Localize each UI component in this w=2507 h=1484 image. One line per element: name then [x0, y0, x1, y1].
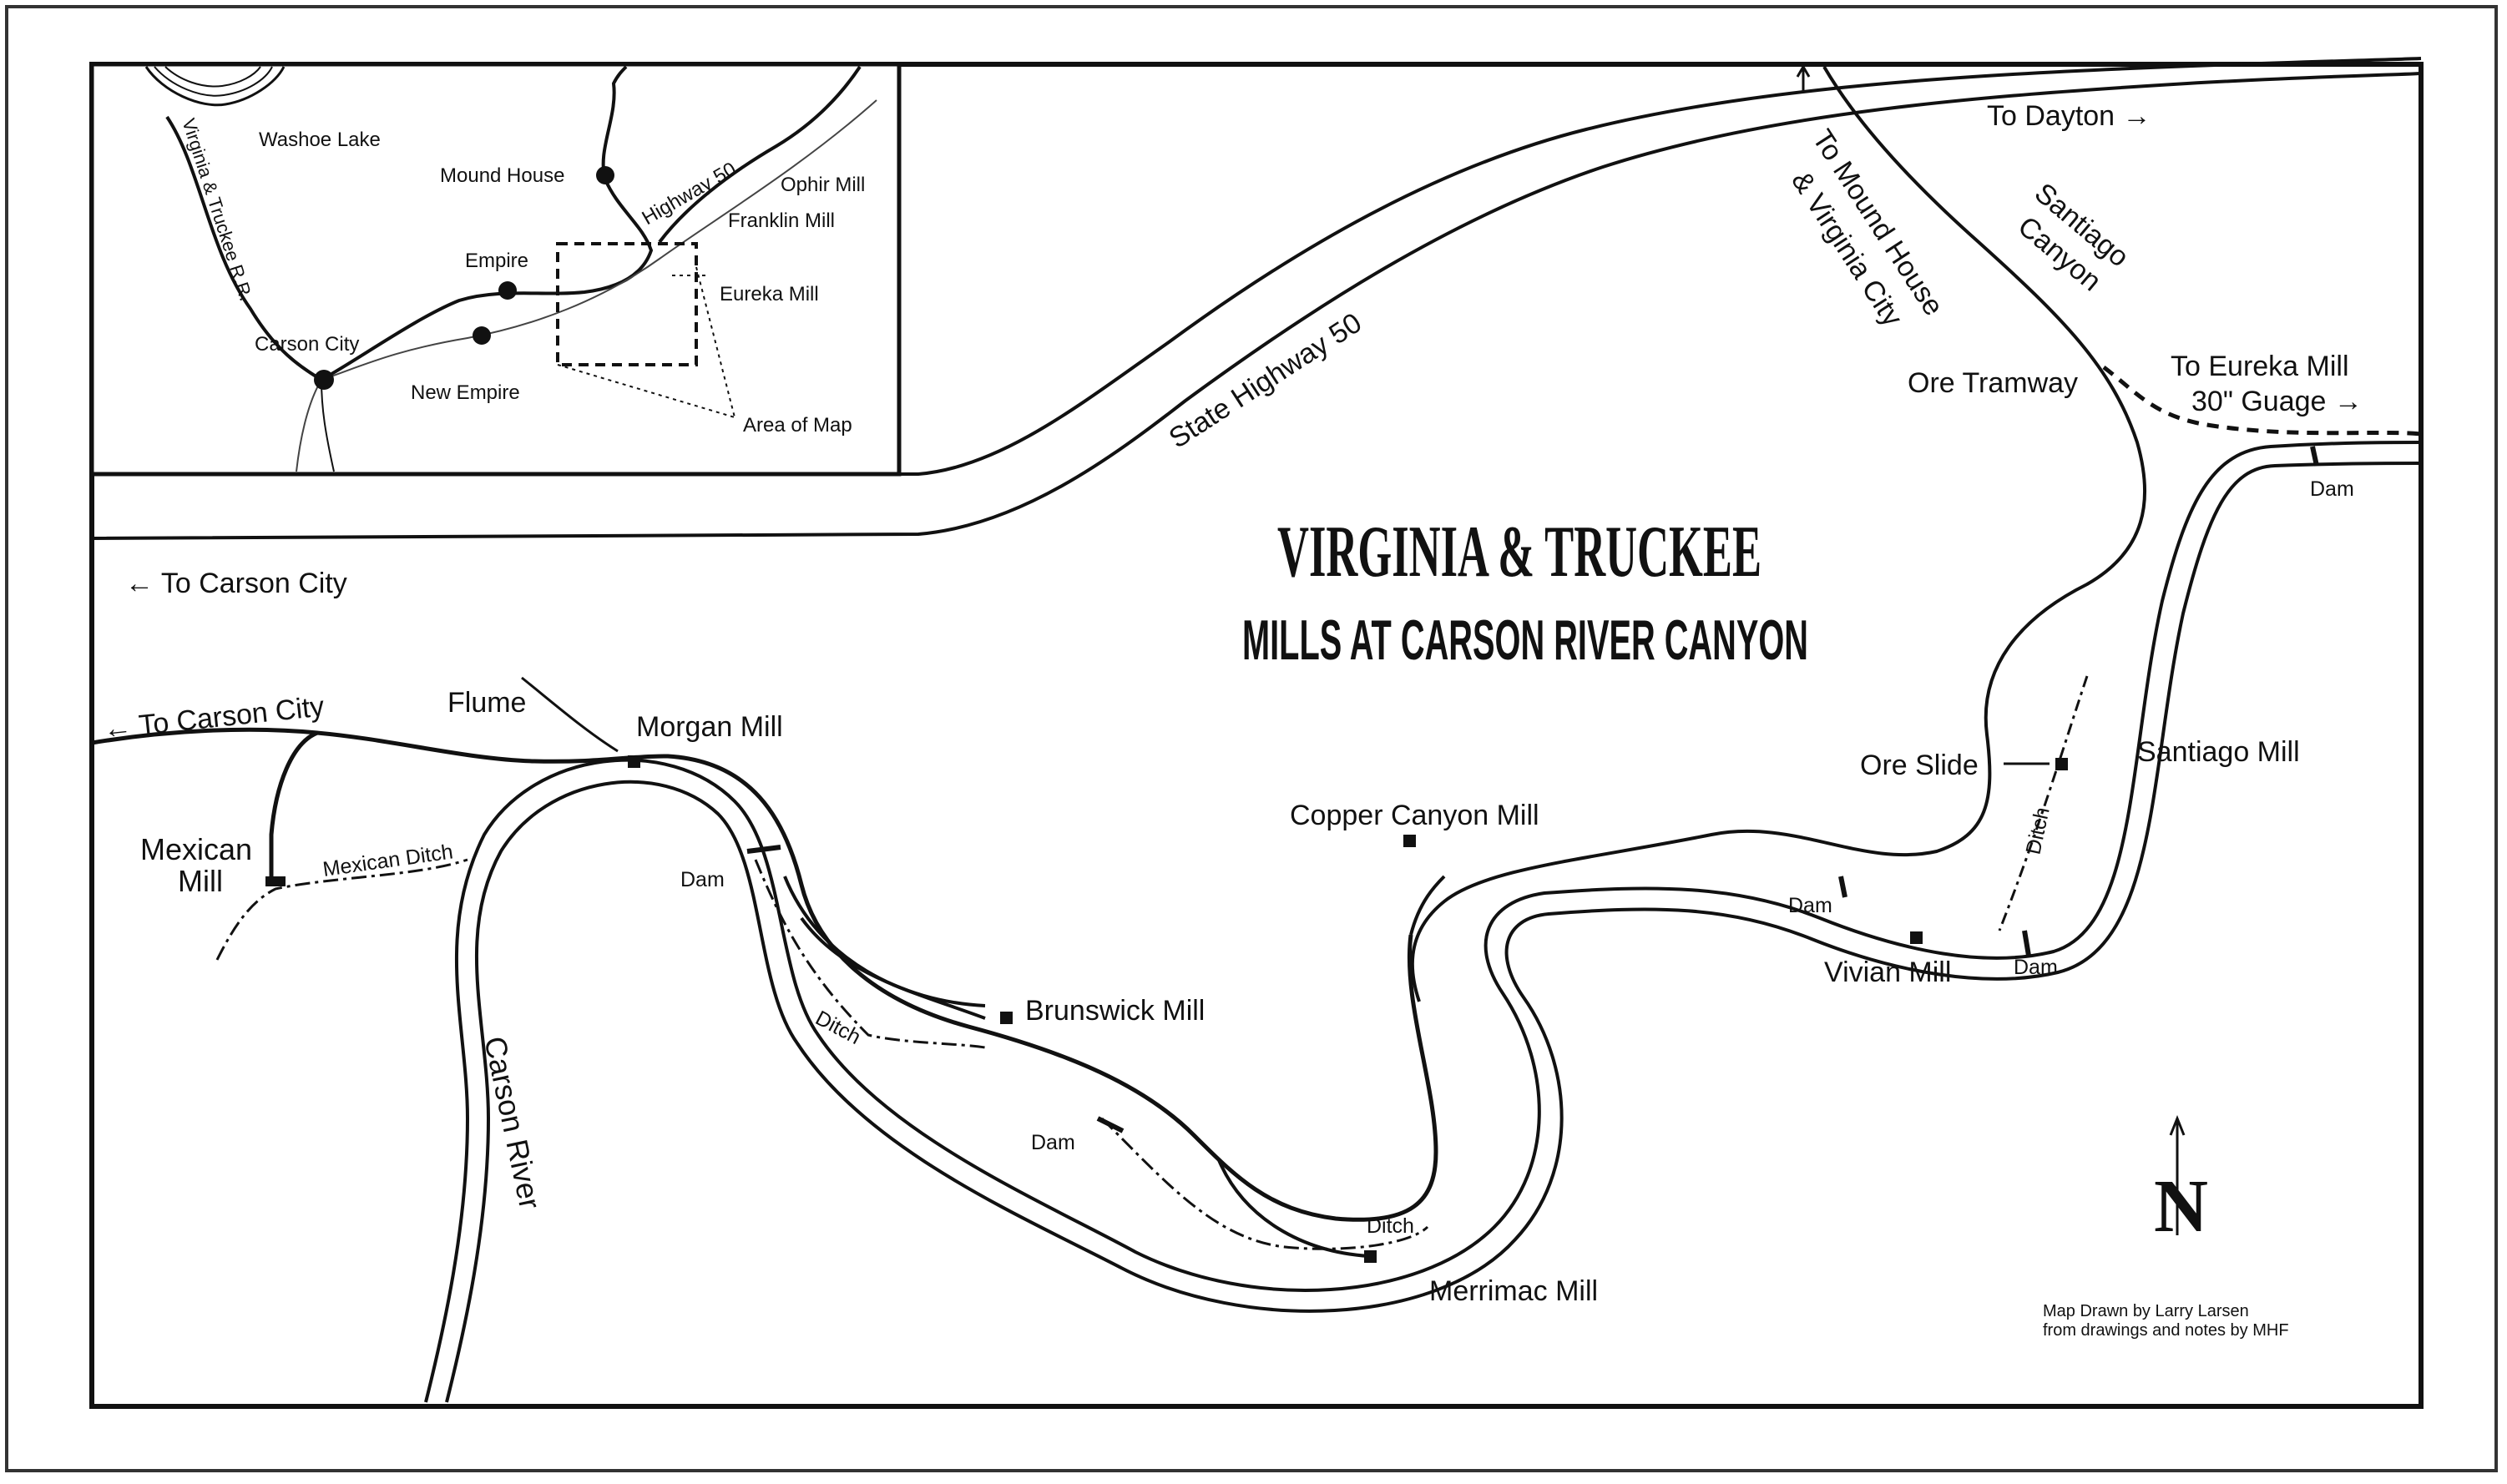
- carson-city-dot: [314, 370, 334, 390]
- empire-dot: [498, 281, 517, 300]
- label-to-eureka-1: To Eureka Mill: [2171, 351, 2349, 382]
- mound-house-road: [1410, 65, 2147, 1002]
- inset-eureka-mill: Eureka Mill: [720, 283, 819, 305]
- highway-50-upper: [899, 57, 2422, 476]
- santiago-area-marker: [2055, 758, 2068, 770]
- mexican-ditch: [215, 858, 468, 961]
- map-title: VIRGINIA & TRUCKEE: [1277, 512, 1761, 593]
- brunswick-spur: [783, 876, 986, 1007]
- inset-mound-house: Mound House: [440, 164, 564, 187]
- mound-house-arrow: [1796, 64, 1811, 92]
- dam-merrimac: [1096, 1116, 1125, 1133]
- dam-morgan: [746, 845, 781, 854]
- label-ditch-merrimac: Ditch: [1367, 1214, 1414, 1238]
- label-dam-santiago: Dam: [2014, 956, 2058, 979]
- mexican-mill-marker: [265, 876, 286, 886]
- label-mexican-mill-1: Mexican: [140, 832, 252, 866]
- inset-area-of-map: Area of Map: [743, 414, 852, 437]
- brunswick-ditch: [754, 859, 986, 1049]
- map-subtitle: MILLS AT CARSON RIVER CANYON: [1242, 608, 1808, 672]
- mound-house-dot: [596, 166, 614, 184]
- label-flume: Flume: [447, 687, 526, 719]
- merrimac-mill-marker: [1364, 1250, 1377, 1263]
- inset-ophir-mill: Ophir Mill: [781, 174, 865, 196]
- inset-map: Washoe Lake Mound House Highway 50 Ophir…: [89, 62, 902, 477]
- mexican-mill-spur: [269, 730, 319, 881]
- credit-line-2: from drawings and notes by MHF: [2043, 1321, 2289, 1340]
- dam-top: [2310, 446, 2319, 467]
- copper-canyon-mill-marker: [1403, 835, 1416, 847]
- railroad-main-line: [91, 727, 1438, 1222]
- eureka-dashed-line: [2102, 366, 2422, 437]
- label-mexican-mill-2: Mill: [178, 864, 223, 898]
- outer-frame: [5, 5, 2498, 1472]
- north-arrow: N: [2154, 1114, 2208, 1248]
- north-label: N: [2154, 1165, 2208, 1248]
- inset-franklin-mill: Franklin Mill: [728, 209, 835, 232]
- label-ditch-santiago: Ditch: [2021, 805, 2054, 857]
- santiago-ditch: [1998, 675, 2089, 931]
- label-to-carson-city-top: ← To Carson City: [125, 568, 347, 599]
- label-to-eureka-2: 30" Guage →: [2191, 386, 2363, 417]
- dam-vivian: [1838, 876, 1847, 898]
- label-to-carson-city-rr: ← To Carson City: [102, 690, 326, 745]
- washoe-lake-shape: [144, 66, 286, 107]
- label-merrimac-mill: Merrimac Mill: [1429, 1275, 1598, 1307]
- label-ore-slide: Ore Slide: [1860, 750, 1979, 781]
- dam-santiago-lower: [2022, 930, 2031, 957]
- area-of-map-box: [556, 242, 698, 366]
- label-dam-morgan: Dam: [680, 868, 725, 891]
- label-state-highway: State Highway 50: [1164, 307, 1367, 455]
- highway-50-lower: [91, 72, 2422, 540]
- morgan-mill-marker: [628, 755, 640, 768]
- label-dam-merrimac: Dam: [1031, 1131, 1075, 1154]
- inset-carson-city: Carson City: [255, 333, 359, 356]
- label-brunswick-mill: Brunswick Mill: [1025, 995, 1205, 1027]
- label-morgan-mill: Morgan Mill: [636, 711, 783, 743]
- map-frame: [89, 62, 2424, 1409]
- carson-river-outer: [424, 441, 2422, 1403]
- inset-new-empire: New Empire: [411, 381, 520, 404]
- inset-rr-line: [165, 65, 654, 382]
- label-copper-canyon-mill: Copper Canyon Mill: [1290, 800, 1539, 831]
- label-ore-tramway: Ore Tramway: [1908, 367, 2078, 399]
- inset-washoe-lake: Washoe Lake: [259, 129, 381, 151]
- label-dam-vivian: Dam: [1788, 894, 1832, 917]
- label-vivian-mill: Vivian Mill: [1824, 957, 1951, 988]
- label-ditch-brunswick: Ditch: [811, 1007, 864, 1049]
- vivian-mill-marker: [1910, 931, 1923, 944]
- inset-empire: Empire: [465, 250, 528, 272]
- credit-line-1: Map Drawn by Larry Larsen: [2043, 1302, 2249, 1320]
- carson-river-inner: [445, 462, 2422, 1403]
- brunswick-mill-marker: [1000, 1012, 1013, 1024]
- label-santiago-mill: Santiago Mill: [2137, 736, 2300, 768]
- label-dam-top: Dam: [2310, 477, 2354, 501]
- flume-line: [521, 676, 619, 753]
- new-empire-dot: [473, 326, 491, 345]
- label-to-dayton: To Dayton →: [1987, 100, 2151, 132]
